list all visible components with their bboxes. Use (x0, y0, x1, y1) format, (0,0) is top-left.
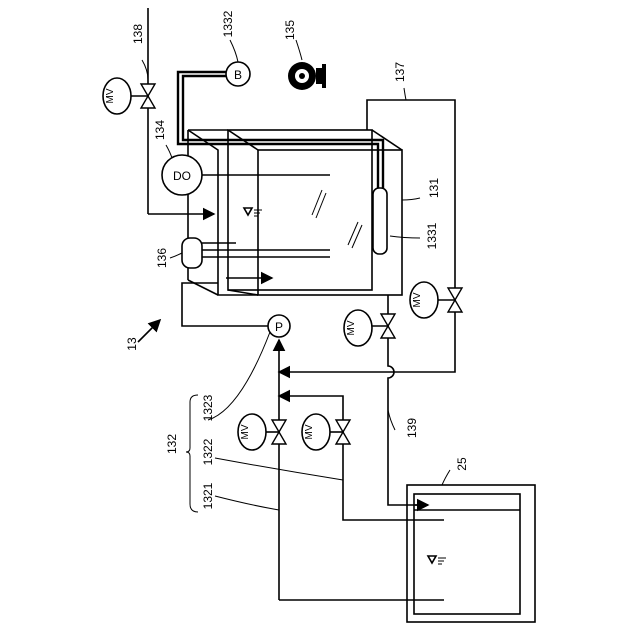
label-1322: 1322 (201, 438, 215, 465)
label-1331: 1331 (425, 222, 439, 249)
valve-1322 (330, 420, 350, 444)
blower-label: B (234, 68, 242, 82)
label-136: 136 (155, 248, 169, 268)
brace-132 (186, 395, 198, 512)
diffuser-1331 (373, 188, 387, 254)
valve-138 (130, 84, 155, 108)
do-label: DO (173, 169, 191, 183)
valve-137 (437, 288, 462, 312)
label-135: 135 (283, 20, 297, 40)
label-1332: 1332 (221, 10, 235, 37)
motor-valve-138: MV (103, 78, 131, 114)
label-138: 138 (131, 24, 145, 44)
label-131: 131 (427, 178, 441, 198)
mv-label-1321: MV (240, 424, 251, 439)
label-1321: 1321 (201, 482, 215, 509)
label-132: 132 (165, 434, 179, 454)
level-sensor-136 (182, 238, 330, 268)
valve-1321 (266, 420, 286, 444)
motor-valve-1321: MV (238, 414, 266, 450)
label-139: 139 (405, 418, 419, 438)
blower-1332: B (226, 62, 250, 86)
leader-lines (138, 40, 450, 510)
do-sensor-134: DO (162, 155, 330, 195)
label-134: 134 (153, 120, 167, 140)
pump-label: P (275, 320, 283, 334)
label-25: 25 (455, 457, 469, 471)
label-137: 137 (393, 62, 407, 82)
water-level-symbol (244, 208, 262, 216)
mv-label-137: MV (412, 292, 423, 307)
mv-label-1322: MV (304, 424, 315, 439)
label-13: 13 (125, 337, 139, 351)
label-1323: 1323 (201, 394, 215, 421)
motor-valve-139: MV (344, 310, 372, 346)
tank-131 (188, 130, 402, 295)
mv-label-138: MV (105, 88, 116, 103)
motor-valve-137: MV (410, 282, 438, 318)
mv-label-139: MV (346, 320, 357, 335)
sensor-icon-135 (288, 62, 326, 90)
valve-139 (370, 314, 395, 338)
line-139 (388, 295, 428, 505)
motor-valve-1322: MV (302, 414, 330, 450)
